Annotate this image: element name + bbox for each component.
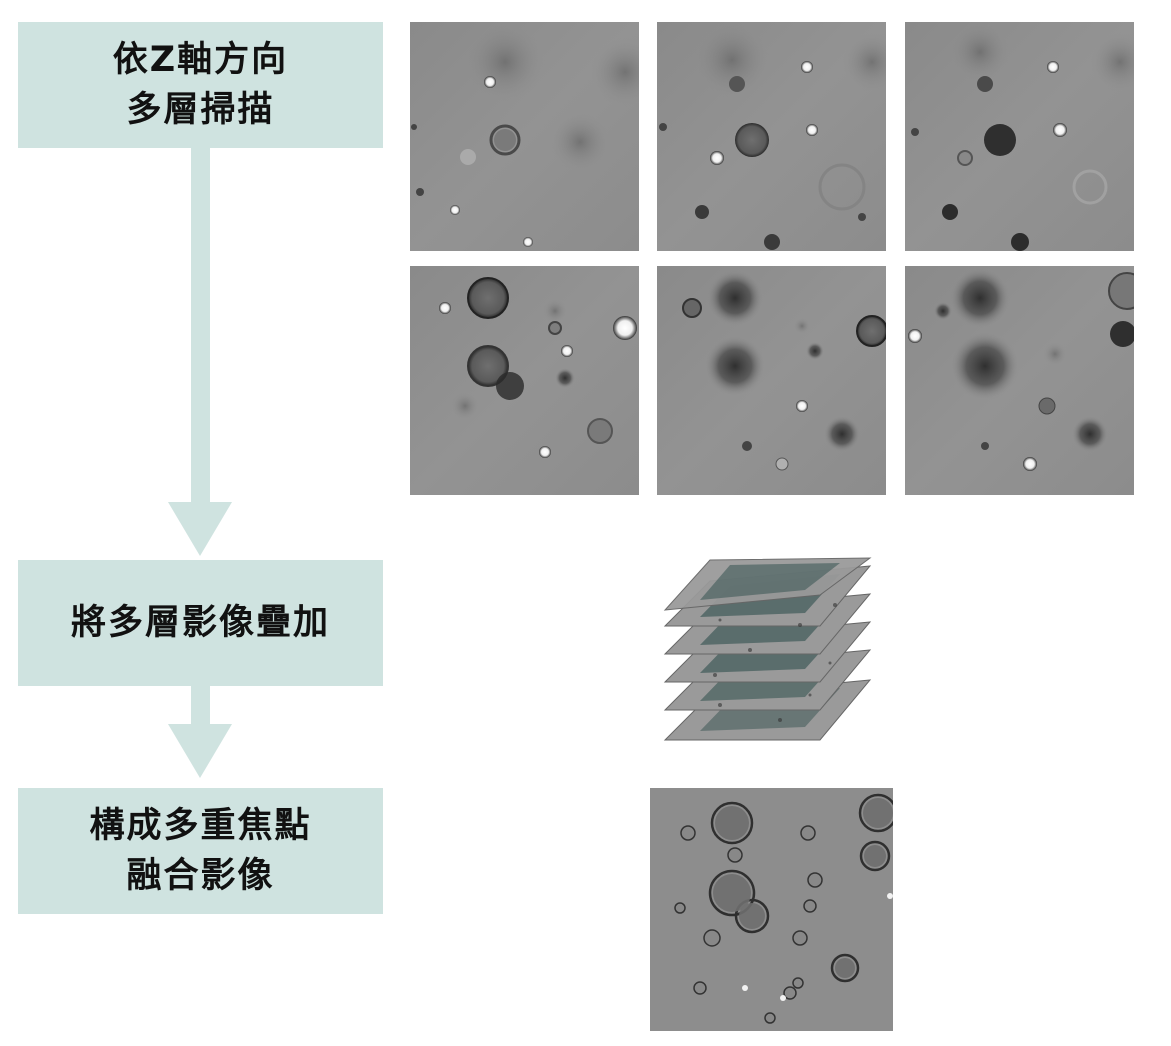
z-slice-6 [905, 266, 1134, 495]
arrow-scan-to-stack [168, 148, 232, 556]
stacked-layers-illustration [663, 557, 872, 741]
stack-layer-1 [663, 557, 872, 611]
step-stack-box: 將多層影像疊加 [18, 560, 383, 686]
step-fuse-line-1: 構成多重焦點 [89, 806, 312, 846]
step-stack-line-1: 將多層影像疊加 [70, 603, 330, 643]
z-slice-1 [410, 22, 639, 251]
step-scan-box: 依Z軸方向 多層掃描 [18, 22, 383, 148]
step-fuse-box: 構成多重焦點 融合影像 [18, 788, 383, 914]
step-scan-line-1: 依Z軸方向 [112, 40, 289, 80]
arrow-stack-to-fuse [168, 686, 232, 778]
z-slice-5 [657, 266, 886, 495]
step-scan-line-2: 多層掃描 [126, 90, 275, 130]
z-slice-2 [657, 22, 886, 251]
z-slice-3 [905, 22, 1134, 251]
z-slice-4 [410, 266, 639, 495]
multi-focus-fused-image [650, 788, 893, 1031]
step-fuse-line-2: 融合影像 [126, 856, 275, 896]
